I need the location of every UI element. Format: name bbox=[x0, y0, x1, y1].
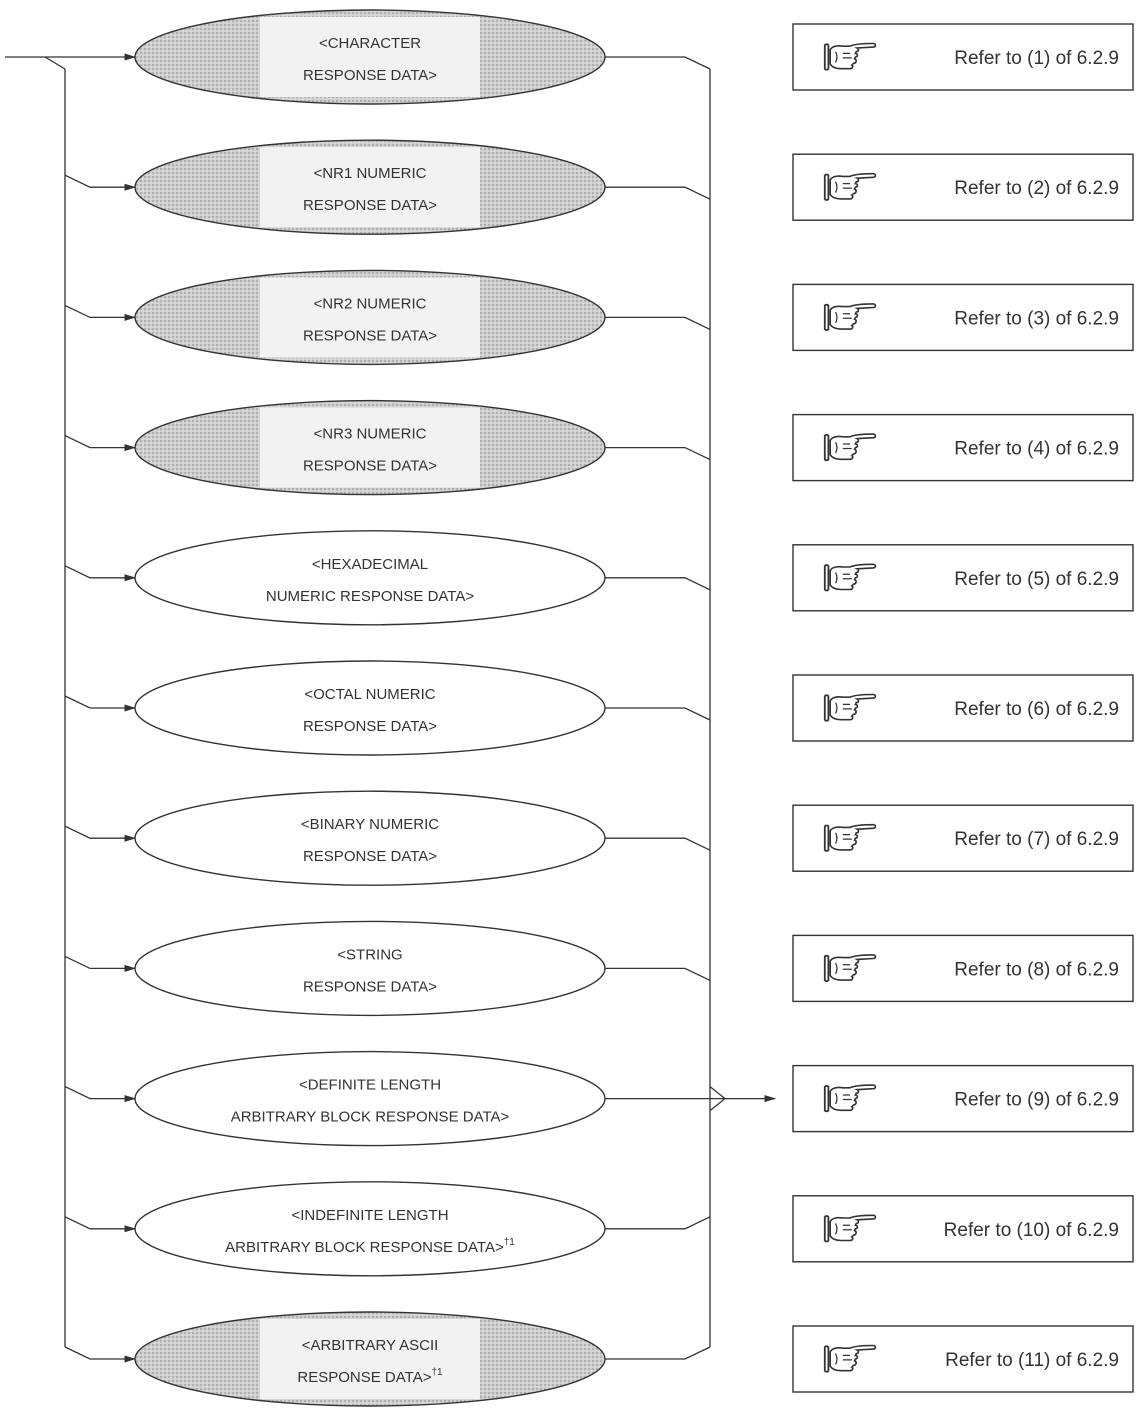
node-label-line2: RESPONSE DATA> bbox=[303, 327, 437, 344]
exit-arrow bbox=[709, 1086, 777, 1103]
footnote-mark: †1 bbox=[431, 1367, 443, 1378]
ref-label: Refer to (7) of 6.2.9 bbox=[954, 829, 1119, 850]
node-label-line2: RESPONSE DATA> bbox=[303, 848, 437, 865]
syntax-node: <INDEFINITE LENGTH ARBITRARY BLOCK RESPON… bbox=[134, 1181, 606, 1277]
node-label-line2: NUMERIC RESPONSE DATA> bbox=[266, 588, 474, 605]
node-label-line1: <HEXADECIMAL bbox=[312, 556, 428, 573]
node-label-line1: <ARBITRARY ASCII bbox=[302, 1337, 439, 1354]
syntax-node: <DEFINITE LENGTH ARBITRARY BLOCK RESPONSE… bbox=[134, 1050, 606, 1147]
footnote-mark: †1 bbox=[504, 1237, 516, 1248]
node-label-line2: RESPONSE DATA>†1 bbox=[297, 1367, 443, 1386]
node-label-panel bbox=[260, 407, 480, 488]
branch-arrow bbox=[64, 825, 137, 842]
syntax-node: <NR2 NUMERIC RESPONSE DATA> bbox=[134, 269, 606, 366]
ref-box: Refer to (3) of 6.2.9 bbox=[792, 283, 1134, 352]
branch-arrow bbox=[64, 435, 137, 452]
ref-label: Refer to (9) of 6.2.9 bbox=[954, 1090, 1119, 1111]
node-label-panel bbox=[260, 147, 480, 228]
syntax-node: <OCTAL NUMERIC RESPONSE DATA> bbox=[134, 660, 606, 756]
ref-label: Refer to (5) of 6.2.9 bbox=[954, 569, 1119, 590]
ref-label: Refer to (4) of 6.2.9 bbox=[954, 439, 1119, 460]
exit-line bbox=[605, 56, 711, 70]
ref-label: Refer to (1) of 6.2.9 bbox=[954, 48, 1119, 69]
ref-box: Refer to (10) of 6.2.9 bbox=[792, 1195, 1134, 1263]
branch-arrow bbox=[64, 1216, 137, 1233]
branch-arrow bbox=[64, 695, 137, 712]
exit-line bbox=[605, 707, 711, 721]
syntax-node: <NR3 NUMERIC RESPONSE DATA> bbox=[134, 399, 606, 496]
node-label-line1: <CHARACTER bbox=[319, 35, 421, 52]
node-ellipse bbox=[134, 920, 606, 1017]
node-label-panel bbox=[260, 1319, 480, 1399]
node-label-line2: RESPONSE DATA> bbox=[303, 978, 437, 995]
exit-line bbox=[605, 577, 711, 591]
branch-arrow bbox=[64, 1086, 137, 1103]
ref-box: Refer to (5) of 6.2.9 bbox=[792, 544, 1134, 612]
node-label-line2: ARBITRARY BLOCK RESPONSE DATA>†1 bbox=[225, 1237, 515, 1256]
ref-box: Refer to (2) of 6.2.9 bbox=[792, 153, 1134, 221]
syntax-node: <HEXADECIMAL NUMERIC RESPONSE DATA> bbox=[134, 530, 606, 626]
ref-box: Refer to (4) of 6.2.9 bbox=[792, 413, 1134, 482]
exit-line bbox=[605, 837, 711, 851]
exit-merge bbox=[709, 1098, 726, 1112]
ref-box: Refer to (6) of 6.2.9 bbox=[792, 674, 1134, 742]
node-ellipse bbox=[134, 660, 606, 756]
exit-line bbox=[605, 186, 711, 200]
ref-label: Refer to (8) of 6.2.9 bbox=[954, 959, 1119, 980]
ref-label: Refer to (3) of 6.2.9 bbox=[954, 308, 1119, 329]
node-label-line1: <NR3 NUMERIC bbox=[314, 426, 427, 443]
ref-box: Refer to (7) of 6.2.9 bbox=[792, 804, 1134, 872]
branch-arrow bbox=[64, 304, 137, 321]
exit-line bbox=[605, 316, 711, 330]
node-label-line2: RESPONSE DATA> bbox=[303, 67, 437, 84]
node-label-line1: <OCTAL NUMERIC bbox=[304, 686, 435, 703]
ref-label: Refer to (2) of 6.2.9 bbox=[954, 178, 1119, 199]
ref-box: Refer to (11) of 6.2.9 bbox=[792, 1325, 1134, 1393]
node-label-line2: RESPONSE DATA> bbox=[303, 718, 437, 735]
branch-arrow bbox=[64, 565, 137, 582]
syntax-node: <BINARY NUMERIC RESPONSE DATA> bbox=[134, 790, 606, 886]
node-label-line1: <INDEFINITE LENGTH bbox=[291, 1207, 448, 1224]
node-ellipse bbox=[134, 790, 606, 886]
ref-label: Refer to (11) of 6.2.9 bbox=[945, 1350, 1119, 1371]
ref-box: Refer to (9) of 6.2.9 bbox=[792, 1064, 1134, 1133]
exit-line bbox=[605, 1216, 711, 1230]
node-ellipse bbox=[134, 1181, 606, 1277]
branch-arrow bbox=[64, 955, 137, 972]
node-label-line2: RESPONSE DATA> bbox=[303, 197, 437, 214]
syntax-node: <CHARACTER RESPONSE DATA> bbox=[134, 9, 606, 105]
node-label-line1: <BINARY NUMERIC bbox=[301, 816, 439, 833]
exit-line bbox=[605, 967, 711, 981]
node-label-line1: <NR2 NUMERIC bbox=[314, 295, 427, 312]
syntax-node: <STRING RESPONSE DATA> bbox=[134, 920, 606, 1017]
node-label-line1: <DEFINITE LENGTH bbox=[299, 1077, 441, 1094]
entry-branch bbox=[44, 56, 66, 70]
syntax-node: <NR1 NUMERIC RESPONSE DATA> bbox=[134, 139, 606, 235]
node-label-panel bbox=[260, 277, 480, 358]
node-ellipse bbox=[134, 1050, 606, 1147]
node-label-line1: <NR1 NUMERIC bbox=[314, 165, 427, 182]
node-label-line2: ARBITRARY BLOCK RESPONSE DATA> bbox=[231, 1109, 510, 1126]
branch-arrow bbox=[64, 1346, 137, 1363]
branch-arrow bbox=[64, 174, 137, 191]
node-label-line1: <STRING bbox=[337, 946, 402, 963]
ref-box: Refer to (1) of 6.2.9 bbox=[792, 23, 1134, 91]
ref-label: Refer to (10) of 6.2.9 bbox=[944, 1220, 1119, 1241]
node-label-line2: RESPONSE DATA> bbox=[303, 458, 437, 475]
exit-line bbox=[605, 446, 711, 461]
node-ellipse bbox=[134, 530, 606, 626]
syntax-node: <ARBITRARY ASCII RESPONSE DATA>†1 bbox=[134, 1311, 606, 1407]
ref-box: Refer to (8) of 6.2.9 bbox=[792, 934, 1134, 1003]
ref-label: Refer to (6) of 6.2.9 bbox=[954, 699, 1119, 720]
node-label-panel bbox=[260, 17, 480, 97]
exit-line bbox=[605, 1346, 711, 1360]
